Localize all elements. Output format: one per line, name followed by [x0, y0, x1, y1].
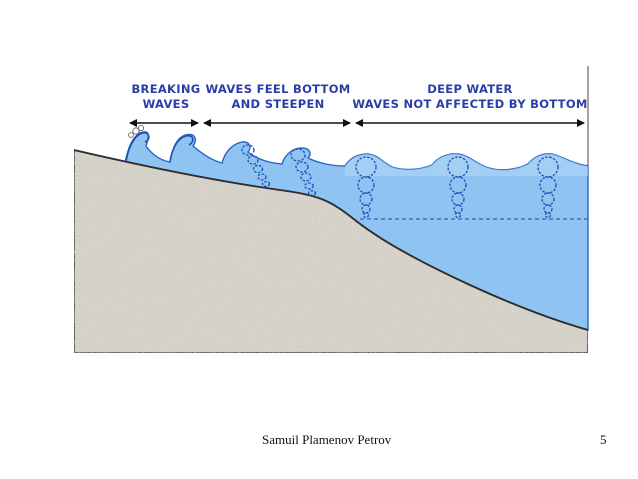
steepen-zone-label-line2: AND STEEPEN: [231, 97, 324, 111]
footer-page-number: 5: [600, 432, 607, 447]
breaking-wave-crests: [125, 131, 194, 163]
deep-zone-label-line1: DEEP WATER: [427, 82, 512, 96]
steepen-zone-label-line1: WAVES FEEL BOTTOM: [205, 82, 350, 96]
water-surface-highlight: [345, 153, 588, 176]
breaking-zone-label-line1: BREAKING: [131, 82, 200, 96]
shallow-orbital-paths: [241, 144, 317, 196]
footer-author: Samuil Plamenov Petrov: [262, 432, 392, 447]
zone-labels: BREAKING WAVES WAVES FEEL BOTTOM AND STE…: [131, 82, 587, 111]
deep-zone-label-line2: WAVES NOT AFFECTED BY BOTTOM: [352, 97, 587, 111]
deep-orbital-paths: [355, 156, 559, 219]
seabed-outline: [73, 149, 589, 331]
breaking-zone-label-line2: WAVES: [143, 97, 190, 111]
